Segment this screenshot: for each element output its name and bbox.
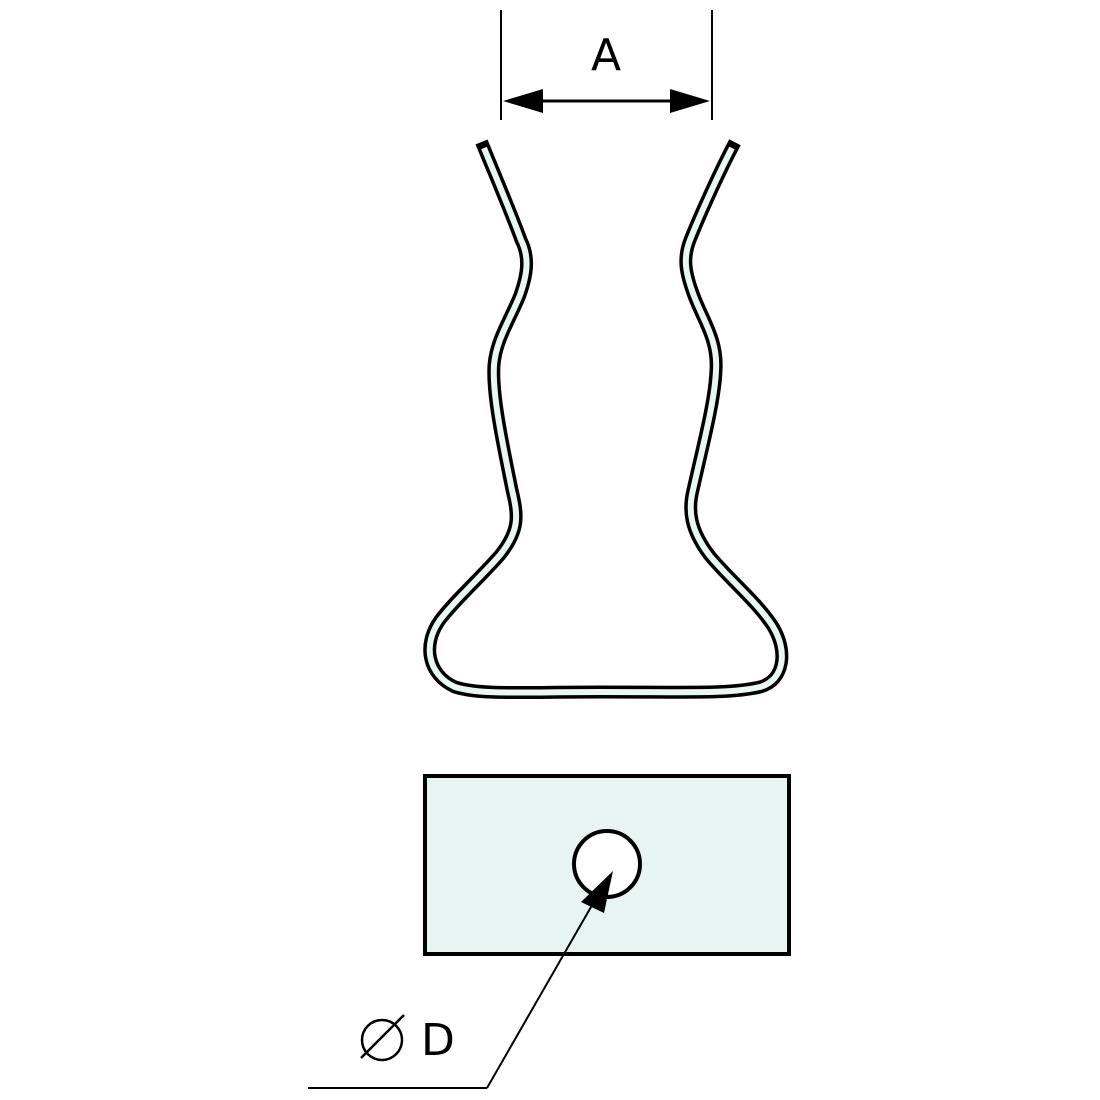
leader-arrowhead-icon xyxy=(581,871,613,913)
arrowhead-right-icon xyxy=(670,89,710,113)
diameter-symbol-icon xyxy=(360,1014,405,1062)
dimension-label-a: A xyxy=(591,30,621,81)
dimension-label-d: D xyxy=(421,1015,455,1066)
arrowhead-left-icon xyxy=(503,89,543,113)
wire-spring-clip xyxy=(423,139,789,700)
mounting-plate xyxy=(423,774,791,956)
dimension-d-leader: D xyxy=(308,871,613,1089)
leader-diagonal-line xyxy=(486,899,596,1089)
dimension-a: A xyxy=(500,10,713,120)
